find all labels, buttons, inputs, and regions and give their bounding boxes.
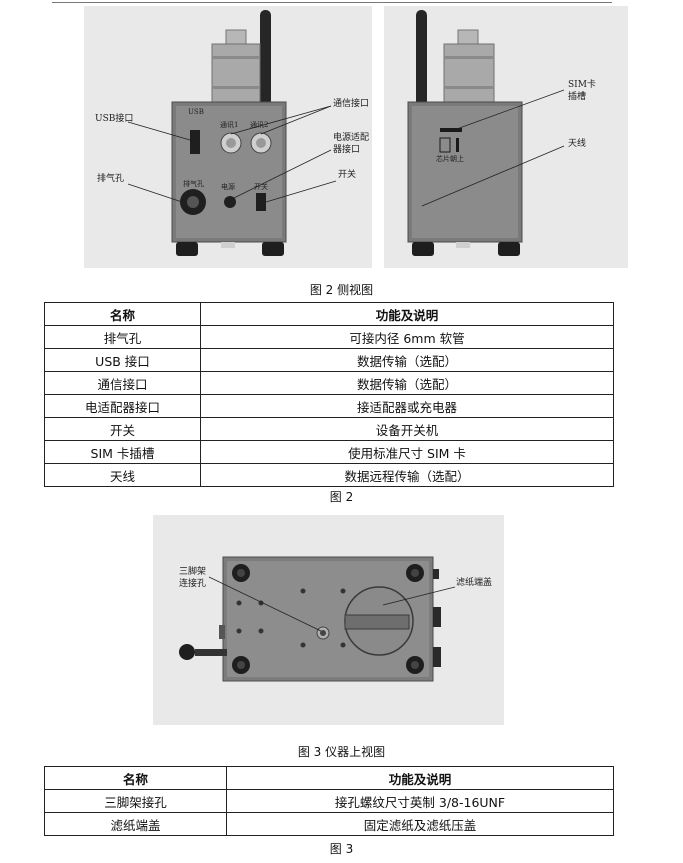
header-name: 名称 <box>44 766 227 790</box>
panel-label-comm2: 通讯2 <box>250 121 269 129</box>
cell-name: 天线 <box>44 463 201 487</box>
front-device-illustration <box>127 10 337 256</box>
header-name: 名称 <box>44 302 201 326</box>
cell-name: USB 接口 <box>44 348 201 372</box>
top-device-illustration <box>179 556 456 682</box>
cell-name: 三脚架接孔 <box>44 789 227 813</box>
table-row: 通信接口 数据传输（选配） <box>44 371 614 395</box>
rear-device-illustration <box>407 10 565 256</box>
figure3-spec-table: 名称 功能及说明 三脚架接孔 接孔螺纹尺寸英制 3/8-16UNF 滤纸端盖 固… <box>44 766 614 836</box>
annotation-power-adapter-line1: 电源适配 <box>333 133 370 143</box>
cell-function: 固定滤纸及滤纸压盖 <box>226 812 614 836</box>
panel-label-comm1: 通讯1 <box>220 121 239 129</box>
table-row: USB 接口 数据传输（选配） <box>44 348 614 372</box>
cell-function: 使用标准尺寸 SIM 卡 <box>200 440 614 464</box>
panel-label-usb: USB <box>188 108 204 116</box>
cell-function: 可接内径 6mm 软管 <box>200 325 614 349</box>
annotation-switch: 开关 <box>338 170 357 180</box>
figure2-table-caption: 图 2 <box>329 490 354 504</box>
annotation-sim-slot-line2: 插槽 <box>568 92 587 102</box>
panel-label-power: 电源 <box>221 183 235 191</box>
cell-function: 数据传输（选配） <box>200 371 614 395</box>
header-function: 功能及说明 <box>226 766 614 790</box>
header-function: 功能及说明 <box>200 302 614 326</box>
panel-label-chip-up: 芯片朝上 <box>436 155 464 163</box>
annotation-filter-cap: 滤纸端盖 <box>456 578 493 588</box>
annotation-comm-port: 通信接口 <box>333 99 370 109</box>
cell-function: 接孔螺纹尺寸英制 3/8-16UNF <box>226 789 614 813</box>
cell-name: 排气孔 <box>44 325 201 349</box>
cell-function: 设备开关机 <box>200 417 614 441</box>
cell-name: 开关 <box>44 417 201 441</box>
cell-name: SIM 卡插槽 <box>44 440 201 464</box>
annotation-sim-slot-line1: SIM卡 <box>568 80 596 90</box>
panel-label-exhaust: 排气孔 <box>183 180 204 188</box>
side-view-front-image: USB 通讯1 通讯2 排气孔 电源 开关 <box>84 6 372 268</box>
figure2-caption: 图 2 侧视图 <box>309 283 374 297</box>
table-row: 电适配器接口 接适配器或充电器 <box>44 394 614 418</box>
page-top-rule <box>52 2 612 3</box>
annotation-usb-port: USB接口 <box>95 114 134 124</box>
table-header-row: 名称 功能及说明 <box>44 302 614 326</box>
table-row: SIM 卡插槽 使用标准尺寸 SIM 卡 <box>44 440 614 464</box>
side-view-rear-image: 芯片朝上 <box>384 6 628 268</box>
annotation-exhaust-hole: 排气孔 <box>97 174 125 184</box>
cell-function: 数据远程传输（选配） <box>200 463 614 487</box>
panel-label-switch: 开关 <box>254 183 268 191</box>
top-view-image: 三脚架 连接孔 滤纸端盖 <box>153 515 504 725</box>
annotation-power-adapter-line2: 器接口 <box>333 145 361 155</box>
cell-name: 电适配器接口 <box>44 394 201 418</box>
cell-function: 接适配器或充电器 <box>200 394 614 418</box>
figure3-table-caption: 图 3 <box>329 842 354 856</box>
annotation-antenna: 天线 <box>568 139 587 149</box>
cell-function: 数据传输（选配） <box>200 348 614 372</box>
table-row: 滤纸端盖 固定滤纸及滤纸压盖 <box>44 812 614 836</box>
figure3-caption: 图 3 仪器上视图 <box>297 745 386 759</box>
table-row: 排气孔 可接内径 6mm 软管 <box>44 325 614 349</box>
cell-name: 通信接口 <box>44 371 201 395</box>
table-row: 天线 数据远程传输（选配） <box>44 463 614 487</box>
table-header-row: 名称 功能及说明 <box>44 766 614 790</box>
table-row: 开关 设备开关机 <box>44 417 614 441</box>
table-row: 三脚架接孔 接孔螺纹尺寸英制 3/8-16UNF <box>44 789 614 813</box>
figure2-spec-table: 名称 功能及说明 排气孔 可接内径 6mm 软管 USB 接口 数据传输（选配）… <box>44 302 614 487</box>
annotation-tripod-hole-line1: 三脚架 <box>179 567 207 577</box>
cell-name: 滤纸端盖 <box>44 812 227 836</box>
annotation-tripod-hole-line2: 连接孔 <box>179 579 207 589</box>
